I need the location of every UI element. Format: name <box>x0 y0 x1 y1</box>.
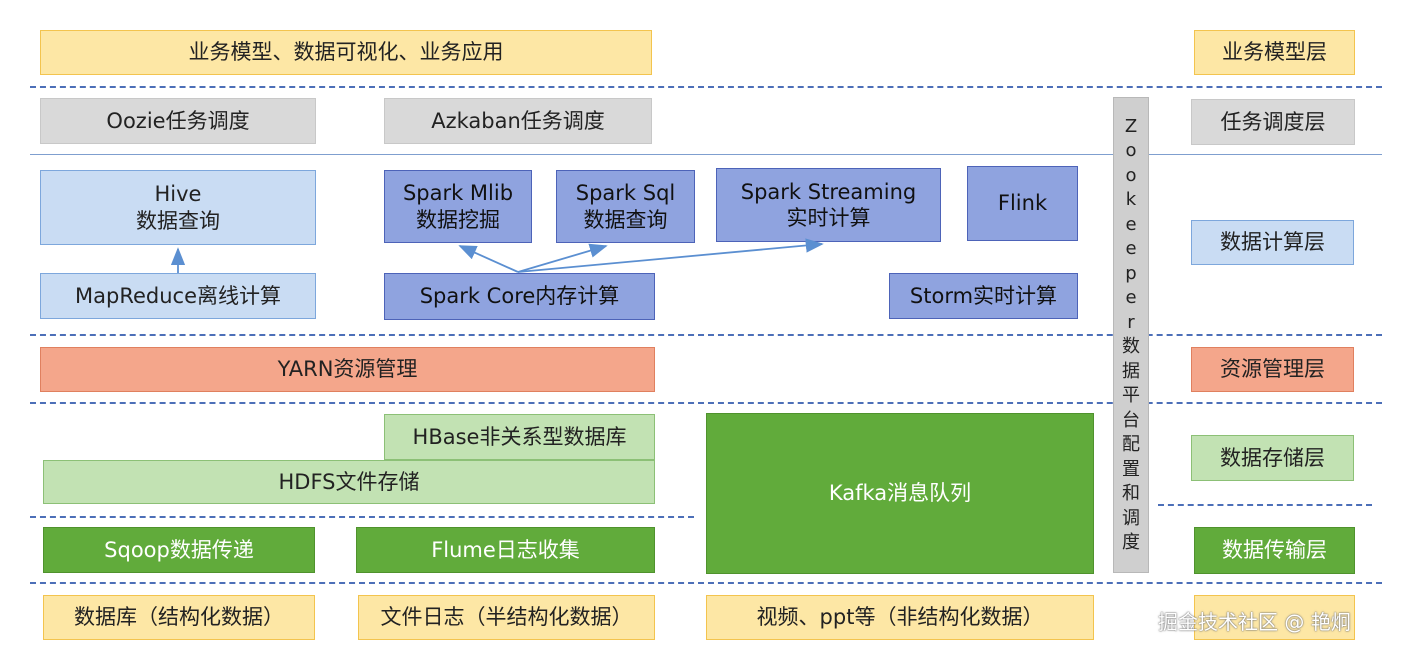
zookeeper-char: Z <box>1124 115 1138 137</box>
spark-mlib-box: Spark Mlib 数据挖掘 <box>384 170 532 243</box>
storage-layer-label: 数据存储层 <box>1191 435 1354 481</box>
zookeeper-desc-char: 配 <box>1122 434 1140 455</box>
sqoop-box: Sqoop数据传递 <box>43 527 315 573</box>
spark-streaming-subtitle: 实时计算 <box>786 206 871 230</box>
flink-box: Flink <box>967 166 1078 241</box>
layer-separator <box>1158 504 1372 506</box>
layer-separator <box>30 154 1382 155</box>
core-to-mlib-arrow <box>458 245 519 273</box>
layer-separator <box>30 582 1382 584</box>
spark-mlib-title: Spark Mlib <box>402 181 514 206</box>
zookeeper-char: p <box>1125 262 1137 284</box>
zookeeper-desc-char: 度 <box>1122 532 1140 553</box>
file-log-source-box: 文件日志（半结构化数据） <box>358 595 655 640</box>
spark-sql-box: Spark Sql 数据查询 <box>556 170 695 243</box>
zookeeper-bar: Z o o k e e p e r 数 据 平 台 配 置 和 调 度 <box>1113 97 1149 573</box>
zookeeper-desc-char: 平 <box>1122 385 1140 406</box>
zookeeper-desc-char: 调 <box>1122 507 1140 529</box>
zookeeper-char: o <box>1125 140 1137 161</box>
business-layer-label: 业务模型层 <box>1194 30 1355 75</box>
watermark: 掘金技术社区 @ 艳炯 <box>1158 610 1351 634</box>
core-to-streaming-arrow <box>517 238 824 273</box>
scheduling-layer-label: 任务调度层 <box>1191 99 1355 145</box>
spark-sql-subtitle: 数据查询 <box>583 207 668 232</box>
spark-streaming-box: Spark Streaming 实时计算 <box>716 168 941 242</box>
zookeeper-desc-char: 置 <box>1122 458 1140 480</box>
spark-mlib-subtitle: 数据挖掘 <box>416 207 500 232</box>
zookeeper-desc-char: 和 <box>1122 483 1140 504</box>
yarn-box: YARN资源管理 <box>40 347 655 392</box>
layer-separator <box>30 516 694 518</box>
zookeeper-desc-char: 数 <box>1122 336 1140 357</box>
business-application-box: 业务模型、数据可视化、业务应用 <box>40 30 652 75</box>
zookeeper-char: e <box>1125 213 1137 235</box>
video-ppt-source-box: 视频、ppt等（非结构化数据） <box>706 595 1094 640</box>
zookeeper-char: k <box>1125 189 1137 210</box>
zookeeper-char: e <box>1125 287 1137 308</box>
flume-box: Flume日志收集 <box>356 527 655 573</box>
database-source-box: 数据库（结构化数据） <box>43 595 315 640</box>
storm-box: Storm实时计算 <box>889 273 1078 319</box>
hbase-box: HBase非关系型数据库 <box>384 414 655 460</box>
layer-separator <box>30 402 1382 404</box>
spark-streaming-title: Spark Streaming <box>740 179 917 204</box>
layer-separator <box>30 334 1382 336</box>
hdfs-box: HDFS文件存储 <box>43 460 655 504</box>
hive-subtitle: 数据查询 <box>136 208 220 233</box>
zookeeper-char: o <box>1125 164 1137 186</box>
zookeeper-char: r <box>1127 311 1135 333</box>
mapreduce-box: MapReduce离线计算 <box>40 273 316 319</box>
layer-separator <box>30 86 1382 88</box>
zookeeper-char: e <box>1125 238 1137 259</box>
spark-core-box: Spark Core内存计算 <box>384 273 655 320</box>
azkaban-box: Azkaban任务调度 <box>384 98 652 144</box>
spark-sql-title: Spark Sql <box>575 181 676 206</box>
zookeeper-desc-char: 据 <box>1122 360 1140 382</box>
kafka-box: Kafka消息队列 <box>706 413 1094 574</box>
core-to-sql-arrow <box>517 243 608 273</box>
zookeeper-desc-char: 台 <box>1122 409 1140 431</box>
resource-layer-label: 资源管理层 <box>1191 347 1354 392</box>
hive-box: Hive 数据查询 <box>40 170 316 245</box>
oozie-box: Oozie任务调度 <box>40 98 316 144</box>
source-layer-label <box>1194 595 1355 640</box>
compute-layer-label: 数据计算层 <box>1191 220 1354 265</box>
hive-title: Hive <box>154 182 202 207</box>
transfer-layer-label: 数据传输层 <box>1194 527 1355 574</box>
